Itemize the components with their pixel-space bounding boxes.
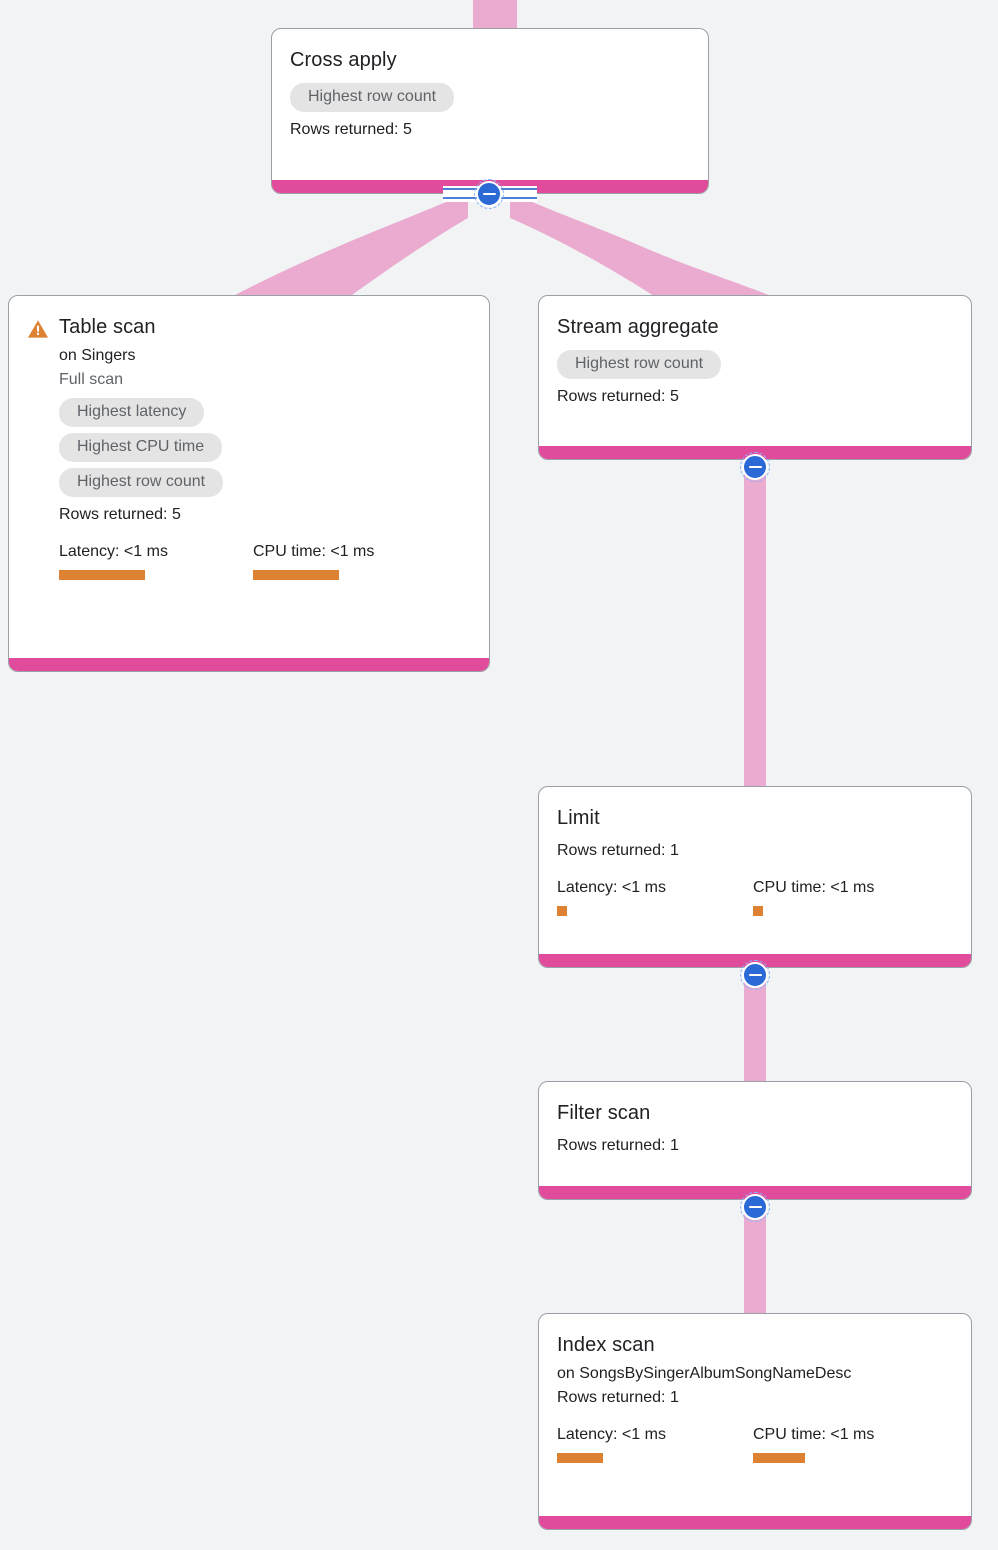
node-filter-scan-body: Rows returned: 1 xyxy=(557,1134,953,1158)
node-filter-scan[interactable]: Filter scan Rows returned: 1 xyxy=(538,1081,972,1200)
metric-latency-bar xyxy=(557,1453,603,1463)
edge-incoming-stub xyxy=(473,0,517,30)
node-filter-scan-header: Filter scan xyxy=(557,1098,953,1128)
collapse-button-filter-scan[interactable] xyxy=(740,1192,770,1222)
rows-returned-value: Rows returned: 1 xyxy=(557,1137,679,1154)
edge-cross-apply-to-table-scan xyxy=(226,192,468,300)
rows-returned-value: Rows returned: 1 xyxy=(557,842,679,859)
chip-row: Highest row count xyxy=(59,462,471,497)
metric-latency-label: Latency: <1 ms xyxy=(557,879,666,896)
metric-cpu-time: CPU time: <1 ms xyxy=(753,1424,874,1463)
node-index-scan-content: Index scan on SongsBySingerAlbumSongName… xyxy=(539,1314,971,1477)
node-detail: Full scan xyxy=(59,371,124,388)
chip-row: Highest row count xyxy=(557,344,953,379)
minus-icon xyxy=(748,973,762,977)
chip-row: Highest row count xyxy=(290,77,690,112)
metric-cpu-time: CPU time: <1 ms xyxy=(753,877,874,916)
node-accent-bar xyxy=(539,446,971,459)
collapse-button-limit[interactable] xyxy=(740,960,770,990)
metric-latency: Latency: <1 ms xyxy=(557,877,753,916)
node-filter-scan-content: Filter scan Rows returned: 1 xyxy=(539,1082,971,1172)
metric-latency-label: Latency: <1 ms xyxy=(557,1426,666,1443)
node-title: Table scan xyxy=(59,316,156,338)
metrics-row: Latency: <1 ms CPU time: <1 ms xyxy=(59,541,471,580)
badge-highest-row-count: Highest row count xyxy=(290,83,455,112)
chip-row: Highest CPU time xyxy=(59,427,471,462)
metric-cpu-time: CPU time: <1 ms xyxy=(253,541,374,580)
node-accent-bar xyxy=(539,954,971,967)
rows-returned-value: Rows returned: 5 xyxy=(557,388,679,405)
badge-highest-cpu-time: Highest CPU time xyxy=(59,433,223,462)
badge-highest-latency: Highest latency xyxy=(59,398,205,427)
minus-icon xyxy=(748,1205,762,1209)
node-subtitle: on SongsBySingerAlbumSongNameDesc xyxy=(557,1365,852,1382)
node-index-scan-body: on SongsBySingerAlbumSongNameDesc Rows r… xyxy=(557,1362,953,1463)
minus-icon xyxy=(482,192,496,196)
node-title: Limit xyxy=(557,807,600,829)
node-stream-aggregate-content: Stream aggregate Highest row count Rows … xyxy=(539,296,971,423)
metrics-row: Latency: <1 ms CPU time: <1 ms xyxy=(557,1424,953,1463)
metric-cpu-time-bar xyxy=(253,570,339,580)
node-accent-bar xyxy=(539,1516,971,1529)
metrics-row: Latency: <1 ms CPU time: <1 ms xyxy=(557,877,953,916)
metric-latency-bar xyxy=(557,906,567,916)
metric-latency: Latency: <1 ms xyxy=(59,541,253,580)
metric-cpu-time-label: CPU time: <1 ms xyxy=(253,543,375,560)
rows-returned-value: Rows returned: 5 xyxy=(59,506,181,523)
node-stream-aggregate[interactable]: Stream aggregate Highest row count Rows … xyxy=(538,295,972,460)
edge-stream-aggregate-to-limit xyxy=(744,460,766,790)
node-cross-apply-body: Highest row count Rows returned: 5 xyxy=(290,77,690,142)
node-subtitle: on Singers xyxy=(59,347,136,364)
node-stream-aggregate-header: Stream aggregate xyxy=(557,312,953,342)
collapse-button-stream-aggregate[interactable] xyxy=(740,452,770,482)
metric-cpu-time-label: CPU time: <1 ms xyxy=(753,1426,875,1443)
edge-cross-apply-to-stream-aggregate xyxy=(510,192,780,300)
rows-returned-value: Rows returned: 5 xyxy=(290,121,412,138)
node-cross-apply-header: Cross apply xyxy=(290,45,690,75)
metric-latency-bar xyxy=(59,570,145,580)
metric-cpu-time-bar xyxy=(753,906,763,916)
chip-row: Highest latency xyxy=(59,392,471,427)
node-title: Cross apply xyxy=(290,49,397,71)
node-title: Index scan xyxy=(557,1334,655,1356)
rows-returned-value: Rows returned: 1 xyxy=(557,1389,679,1406)
node-limit-header: Limit xyxy=(557,803,953,833)
node-index-scan-header: Index scan xyxy=(557,1330,953,1360)
node-table-scan[interactable]: Table scan on Singers Full scan Highest … xyxy=(8,295,490,672)
metric-cpu-time-label: CPU time: <1 ms xyxy=(753,879,875,896)
node-title: Filter scan xyxy=(557,1102,651,1124)
badge-highest-row-count: Highest row count xyxy=(59,468,224,497)
minus-icon xyxy=(748,465,762,469)
metric-latency: Latency: <1 ms xyxy=(557,1424,753,1463)
metric-cpu-time-bar xyxy=(753,1453,805,1463)
collapse-button-cross-apply[interactable] xyxy=(474,179,504,209)
node-cross-apply-content: Cross apply Highest row count Rows retur… xyxy=(272,29,708,156)
node-table-scan-header: Table scan xyxy=(27,312,471,342)
badge-highest-row-count: Highest row count xyxy=(557,350,722,379)
node-table-scan-body: on Singers Full scan Highest latency Hig… xyxy=(27,344,471,580)
node-cross-apply[interactable]: Cross apply Highest row count Rows retur… xyxy=(271,28,709,194)
node-limit-content: Limit Rows returned: 1 Latency: <1 ms CP… xyxy=(539,787,971,930)
node-limit[interactable]: Limit Rows returned: 1 Latency: <1 ms CP… xyxy=(538,786,972,968)
node-stream-aggregate-body: Highest row count Rows returned: 5 xyxy=(557,344,953,409)
node-title: Stream aggregate xyxy=(557,316,719,338)
node-accent-bar xyxy=(9,658,489,671)
node-limit-body: Rows returned: 1 Latency: <1 ms CPU time… xyxy=(557,839,953,916)
metric-latency-label: Latency: <1 ms xyxy=(59,543,168,560)
node-index-scan[interactable]: Index scan on SongsBySingerAlbumSongName… xyxy=(538,1313,972,1530)
warning-triangle-icon xyxy=(27,320,49,338)
node-table-scan-content: Table scan on Singers Full scan Highest … xyxy=(9,296,489,594)
